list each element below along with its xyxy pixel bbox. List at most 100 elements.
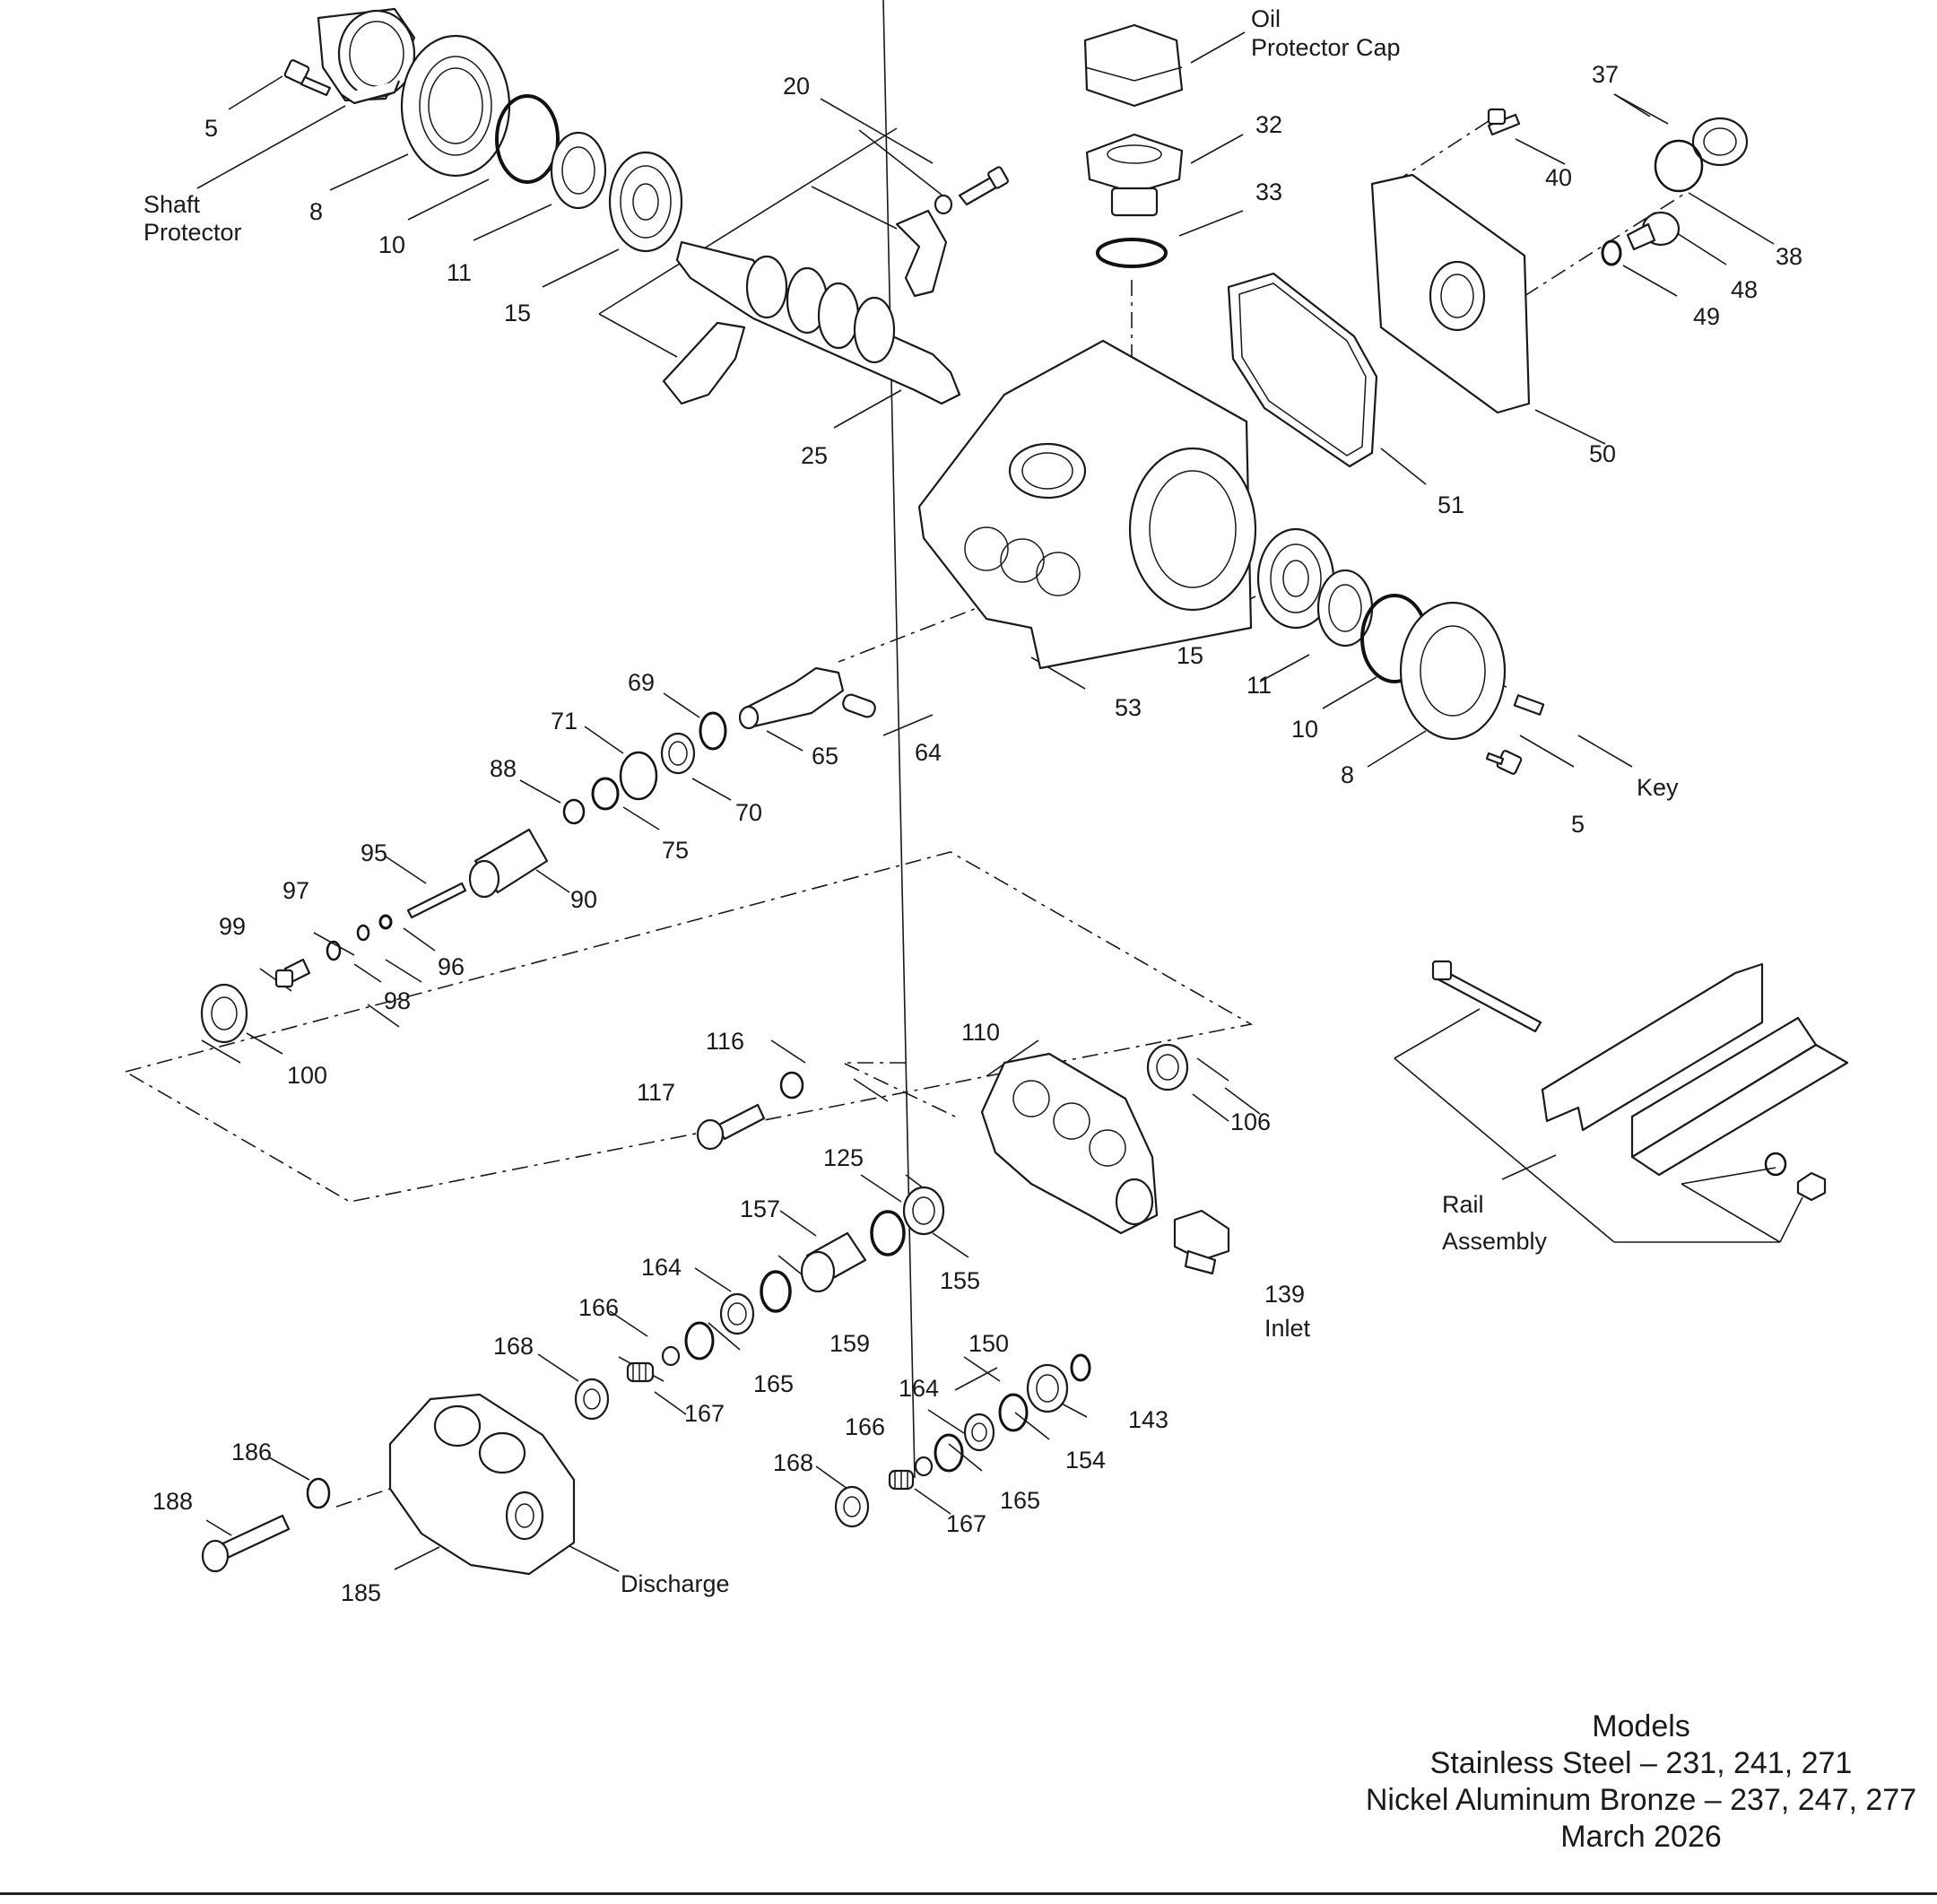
part-25-crankshaft <box>675 240 961 405</box>
part-number: 37 <box>1592 61 1619 88</box>
part-168-retainer-a <box>574 1378 610 1421</box>
part-number: 32 <box>1255 111 1282 138</box>
part-8-flange-right <box>1399 601 1507 741</box>
part-11-seal-right <box>1316 569 1374 648</box>
part-99-nut <box>274 958 311 988</box>
label-oil-protector-1: Oil <box>1251 5 1281 32</box>
part-154-oring <box>998 1393 1029 1432</box>
part-15-bearing-top <box>608 151 683 253</box>
label-shaft-protector-1: Shaft <box>143 191 201 218</box>
part-64-pin <box>842 693 876 718</box>
leader-lines <box>196 0 1803 1572</box>
part-number: 40 <box>1545 164 1572 191</box>
part-166-disc-b <box>914 1456 934 1477</box>
part-number: 116 <box>706 1028 744 1055</box>
part-5-screw-right <box>1485 750 1523 775</box>
models-heading: Models <box>1592 1709 1690 1743</box>
models-stainless: Stainless Steel – 231, 241, 271 <box>1429 1746 1853 1780</box>
part-116-washer <box>779 1071 804 1100</box>
part-number: 110 <box>961 1019 1000 1046</box>
part-33-oring <box>1096 238 1168 268</box>
part-70-seal <box>660 732 696 775</box>
part-number: 33 <box>1255 178 1282 205</box>
part-38-washer <box>1654 139 1704 193</box>
label-shaft-protector-2: Protector <box>143 219 242 246</box>
part-165-oring-a <box>684 1321 715 1361</box>
part-155-oring <box>870 1210 906 1256</box>
part-number: 143 <box>1128 1406 1168 1433</box>
part-number: 38 <box>1776 243 1802 270</box>
part-10-oring-top <box>495 94 560 184</box>
part-number: 100 <box>287 1062 327 1089</box>
part-51-gasket <box>1227 272 1378 468</box>
part-125-seal <box>902 1186 945 1236</box>
part-number: 90 <box>570 886 597 913</box>
part-number: 165 <box>1000 1487 1040 1514</box>
bottom-divider <box>0 1892 1937 1895</box>
part-number: 15 <box>504 300 531 326</box>
part-number: 159 <box>830 1330 870 1357</box>
part-number: 5 <box>1571 811 1585 838</box>
part-number: 168 <box>493 1333 534 1360</box>
part-48-plug <box>1626 211 1681 251</box>
part-number: 53 <box>1115 694 1142 721</box>
part-number: 186 <box>231 1439 272 1465</box>
part-number: 150 <box>968 1330 1009 1357</box>
part-number: 8 <box>1341 761 1354 788</box>
part-number: 139 <box>1264 1281 1305 1308</box>
part-number: 10 <box>378 231 405 258</box>
part-150-valve-b <box>1026 1363 1069 1413</box>
part-8-flange-top <box>400 34 511 178</box>
part-number: 5 <box>204 115 218 142</box>
part-157-valve-seat <box>800 1231 867 1293</box>
part-166-disc-a <box>661 1345 681 1367</box>
part-97-ring <box>356 924 370 942</box>
part-50-rear-cover <box>1370 173 1531 414</box>
part-number: 97 <box>282 877 309 904</box>
part-number: 11 <box>1246 672 1272 699</box>
part-37-plug <box>1691 117 1749 167</box>
part-139-plug <box>1173 1209 1230 1275</box>
part-number: 168 <box>773 1449 813 1476</box>
part-number: 166 <box>845 1413 885 1440</box>
part-oil-protector-cap <box>1083 23 1184 108</box>
label-key: Key <box>1637 774 1679 801</box>
part-20-screw <box>934 166 1009 215</box>
part-number: 11 <box>447 259 472 286</box>
part-key <box>1513 694 1545 716</box>
part-number: 8 <box>309 198 323 225</box>
part-number: 71 <box>551 708 578 735</box>
part-number: 188 <box>152 1488 193 1515</box>
models-date: March 2026 <box>1560 1820 1722 1854</box>
part-connecting-rod-caps <box>662 209 948 405</box>
part-number: 49 <box>1693 303 1720 330</box>
part-164-valve-b <box>963 1413 995 1452</box>
part-95-stud <box>406 882 467 919</box>
models-info: Models Stainless Steel – 231, 241, 271 N… <box>1318 1708 1937 1856</box>
part-167-spring-a <box>626 1361 655 1383</box>
part-5-screw-top <box>283 59 332 97</box>
part-number: 167 <box>946 1510 986 1537</box>
part-number: 166 <box>578 1294 619 1321</box>
part-number: 50 <box>1589 440 1616 467</box>
part-188-bolt <box>201 1514 291 1573</box>
part-rail-assembly <box>1431 960 1849 1202</box>
part-143-oring <box>1070 1353 1091 1382</box>
part-117-bolt <box>696 1103 766 1151</box>
part-71-ring <box>619 751 658 801</box>
part-90-plunger <box>468 828 549 899</box>
label-oil-protector-2: Protector Cap <box>1251 34 1401 61</box>
part-number: 65 <box>812 743 838 769</box>
callouts: Shaft Protector Oil Protector Cap Key In… <box>143 5 1802 1606</box>
part-number: 95 <box>360 839 387 866</box>
part-53-crankcase <box>917 339 1257 670</box>
part-number: 157 <box>740 1195 780 1222</box>
part-number: 165 <box>753 1370 794 1397</box>
part-159-oring <box>760 1270 792 1313</box>
part-49-oring <box>1601 239 1622 266</box>
label-rail-assembly-2: Assembly <box>1442 1228 1548 1255</box>
part-shaft-protector <box>317 7 416 105</box>
part-88-ring <box>562 798 586 825</box>
part-164-valve-a <box>719 1292 755 1335</box>
